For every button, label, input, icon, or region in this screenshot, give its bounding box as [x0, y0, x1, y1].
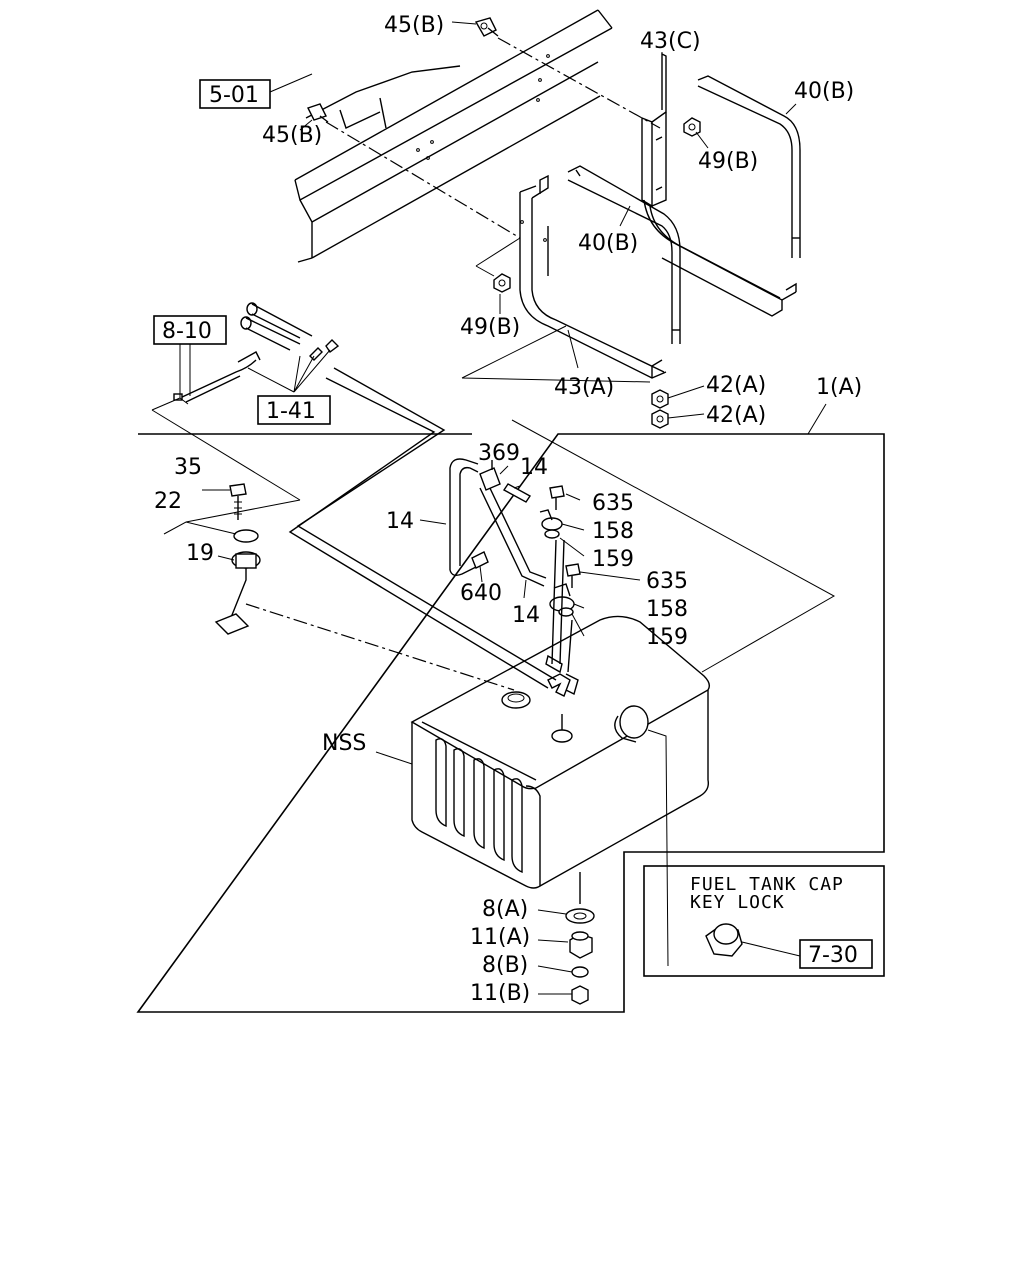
ref-box-7-30[interactable]	[799, 939, 873, 969]
label-42a-lower: 42(A)	[706, 403, 766, 428]
assembly-boundary-box	[136, 433, 885, 1013]
tank-outlet-fittings	[545, 654, 579, 697]
nut-42a-upper	[651, 389, 669, 409]
label-43a: 43(A)	[554, 375, 614, 400]
bolt-45b-mid	[307, 103, 329, 123]
strap-40b-front	[567, 165, 681, 344]
vent-tube-inner	[288, 377, 549, 689]
bolt-45b-top	[474, 17, 499, 37]
fuel-hose-14-left	[449, 458, 479, 577]
label-14-top: 14	[520, 455, 548, 480]
label-159-upper: 159	[592, 547, 634, 572]
label-11a: 11(A)	[470, 925, 530, 950]
ref-box-1-41[interactable]	[257, 395, 331, 425]
fitting-159-lower	[558, 607, 574, 617]
inset-title-line2: KEY LOCK	[690, 892, 785, 913]
label-45b-mid: 45(B)	[262, 123, 322, 148]
label-22: 22	[154, 489, 182, 514]
drain-washer-8a	[565, 908, 595, 924]
fitting-159-upper	[539, 509, 560, 539]
fuel-hose-14-short	[502, 483, 532, 503]
label-40b-mid: 40(B)	[578, 231, 638, 256]
leader-1a	[807, 403, 827, 435]
label-635-upper: 635	[592, 491, 634, 516]
sender-leader-lines	[163, 499, 301, 535]
ref-box-8-10[interactable]	[153, 315, 227, 345]
ref-1-41[interactable]: 1-41	[266, 399, 316, 424]
drain-plug-11b	[571, 985, 589, 1005]
sender-unit-19	[214, 551, 261, 635]
tee-fitting-369	[479, 460, 501, 491]
mount-envelope	[475, 237, 521, 277]
label-49b-left: 49(B)	[460, 315, 520, 340]
label-42a-upper: 42(A)	[706, 373, 766, 398]
centerline-bolt-45b-mid	[325, 121, 521, 239]
chassis-frame-rail	[294, 9, 613, 263]
ref-5-01[interactable]: 5-01	[209, 83, 259, 108]
label-1a: 1(A)	[816, 375, 862, 400]
drain-plug-11a	[569, 931, 593, 959]
fuel-hose-14-diagonal	[479, 483, 547, 587]
drain-washer-8b	[571, 966, 589, 978]
leader-5-01	[269, 73, 313, 93]
label-49b-top: 49(B)	[698, 149, 758, 174]
centerline-bolt-45b-top	[497, 37, 661, 129]
centerline-sender	[245, 603, 515, 691]
bracket-43a	[519, 174, 797, 379]
label-35: 35	[174, 455, 202, 480]
label-leaders	[202, 21, 797, 995]
label-158-upper: 158	[592, 519, 634, 544]
label-40b-right: 40(B)	[794, 79, 854, 104]
vent-tube	[296, 367, 557, 681]
fitting-stem-lines	[551, 539, 573, 673]
label-8a: 8(A)	[482, 897, 528, 922]
fuel-tank	[410, 615, 711, 889]
label-159-lower: 159	[646, 625, 688, 650]
label-14-bottom: 14	[512, 603, 540, 628]
label-43c: 43(C)	[640, 29, 701, 54]
tank-envelope-upper	[461, 325, 651, 383]
sender-gasket-22	[233, 529, 259, 543]
label-635-lower: 635	[646, 569, 688, 594]
label-45b-top: 45(B)	[384, 13, 444, 38]
strap-40b-rear	[697, 75, 801, 258]
inset-fuel-cap	[643, 865, 885, 977]
label-369: 369	[478, 441, 520, 466]
label-640: 640	[460, 581, 502, 606]
sender-screw-35	[229, 483, 247, 520]
fitting-635-lower	[565, 563, 581, 588]
label-14-left: 14	[386, 509, 414, 534]
label-19: 19	[186, 541, 214, 566]
inset-title-line1: FUEL TANK CAP	[690, 874, 844, 895]
ref-7-30[interactable]: 7-30	[808, 943, 858, 968]
label-nss: NSS	[322, 731, 366, 756]
clamp-640	[471, 551, 489, 569]
wire-harness	[151, 302, 340, 501]
fitting-635-upper	[549, 485, 565, 510]
ref-box-5-01[interactable]	[199, 79, 271, 109]
leader-filler-to-inset	[647, 729, 669, 967]
tank-envelope-right	[511, 419, 836, 673]
nut-49b-top	[683, 117, 701, 137]
label-158-lower: 158	[646, 597, 688, 622]
ref-8-10[interactable]: 8-10	[162, 319, 212, 344]
label-11b: 11(B)	[470, 981, 530, 1006]
nut-49b-left	[493, 273, 511, 293]
nut-42a-lower	[651, 409, 669, 429]
label-8b: 8(B)	[482, 953, 528, 978]
